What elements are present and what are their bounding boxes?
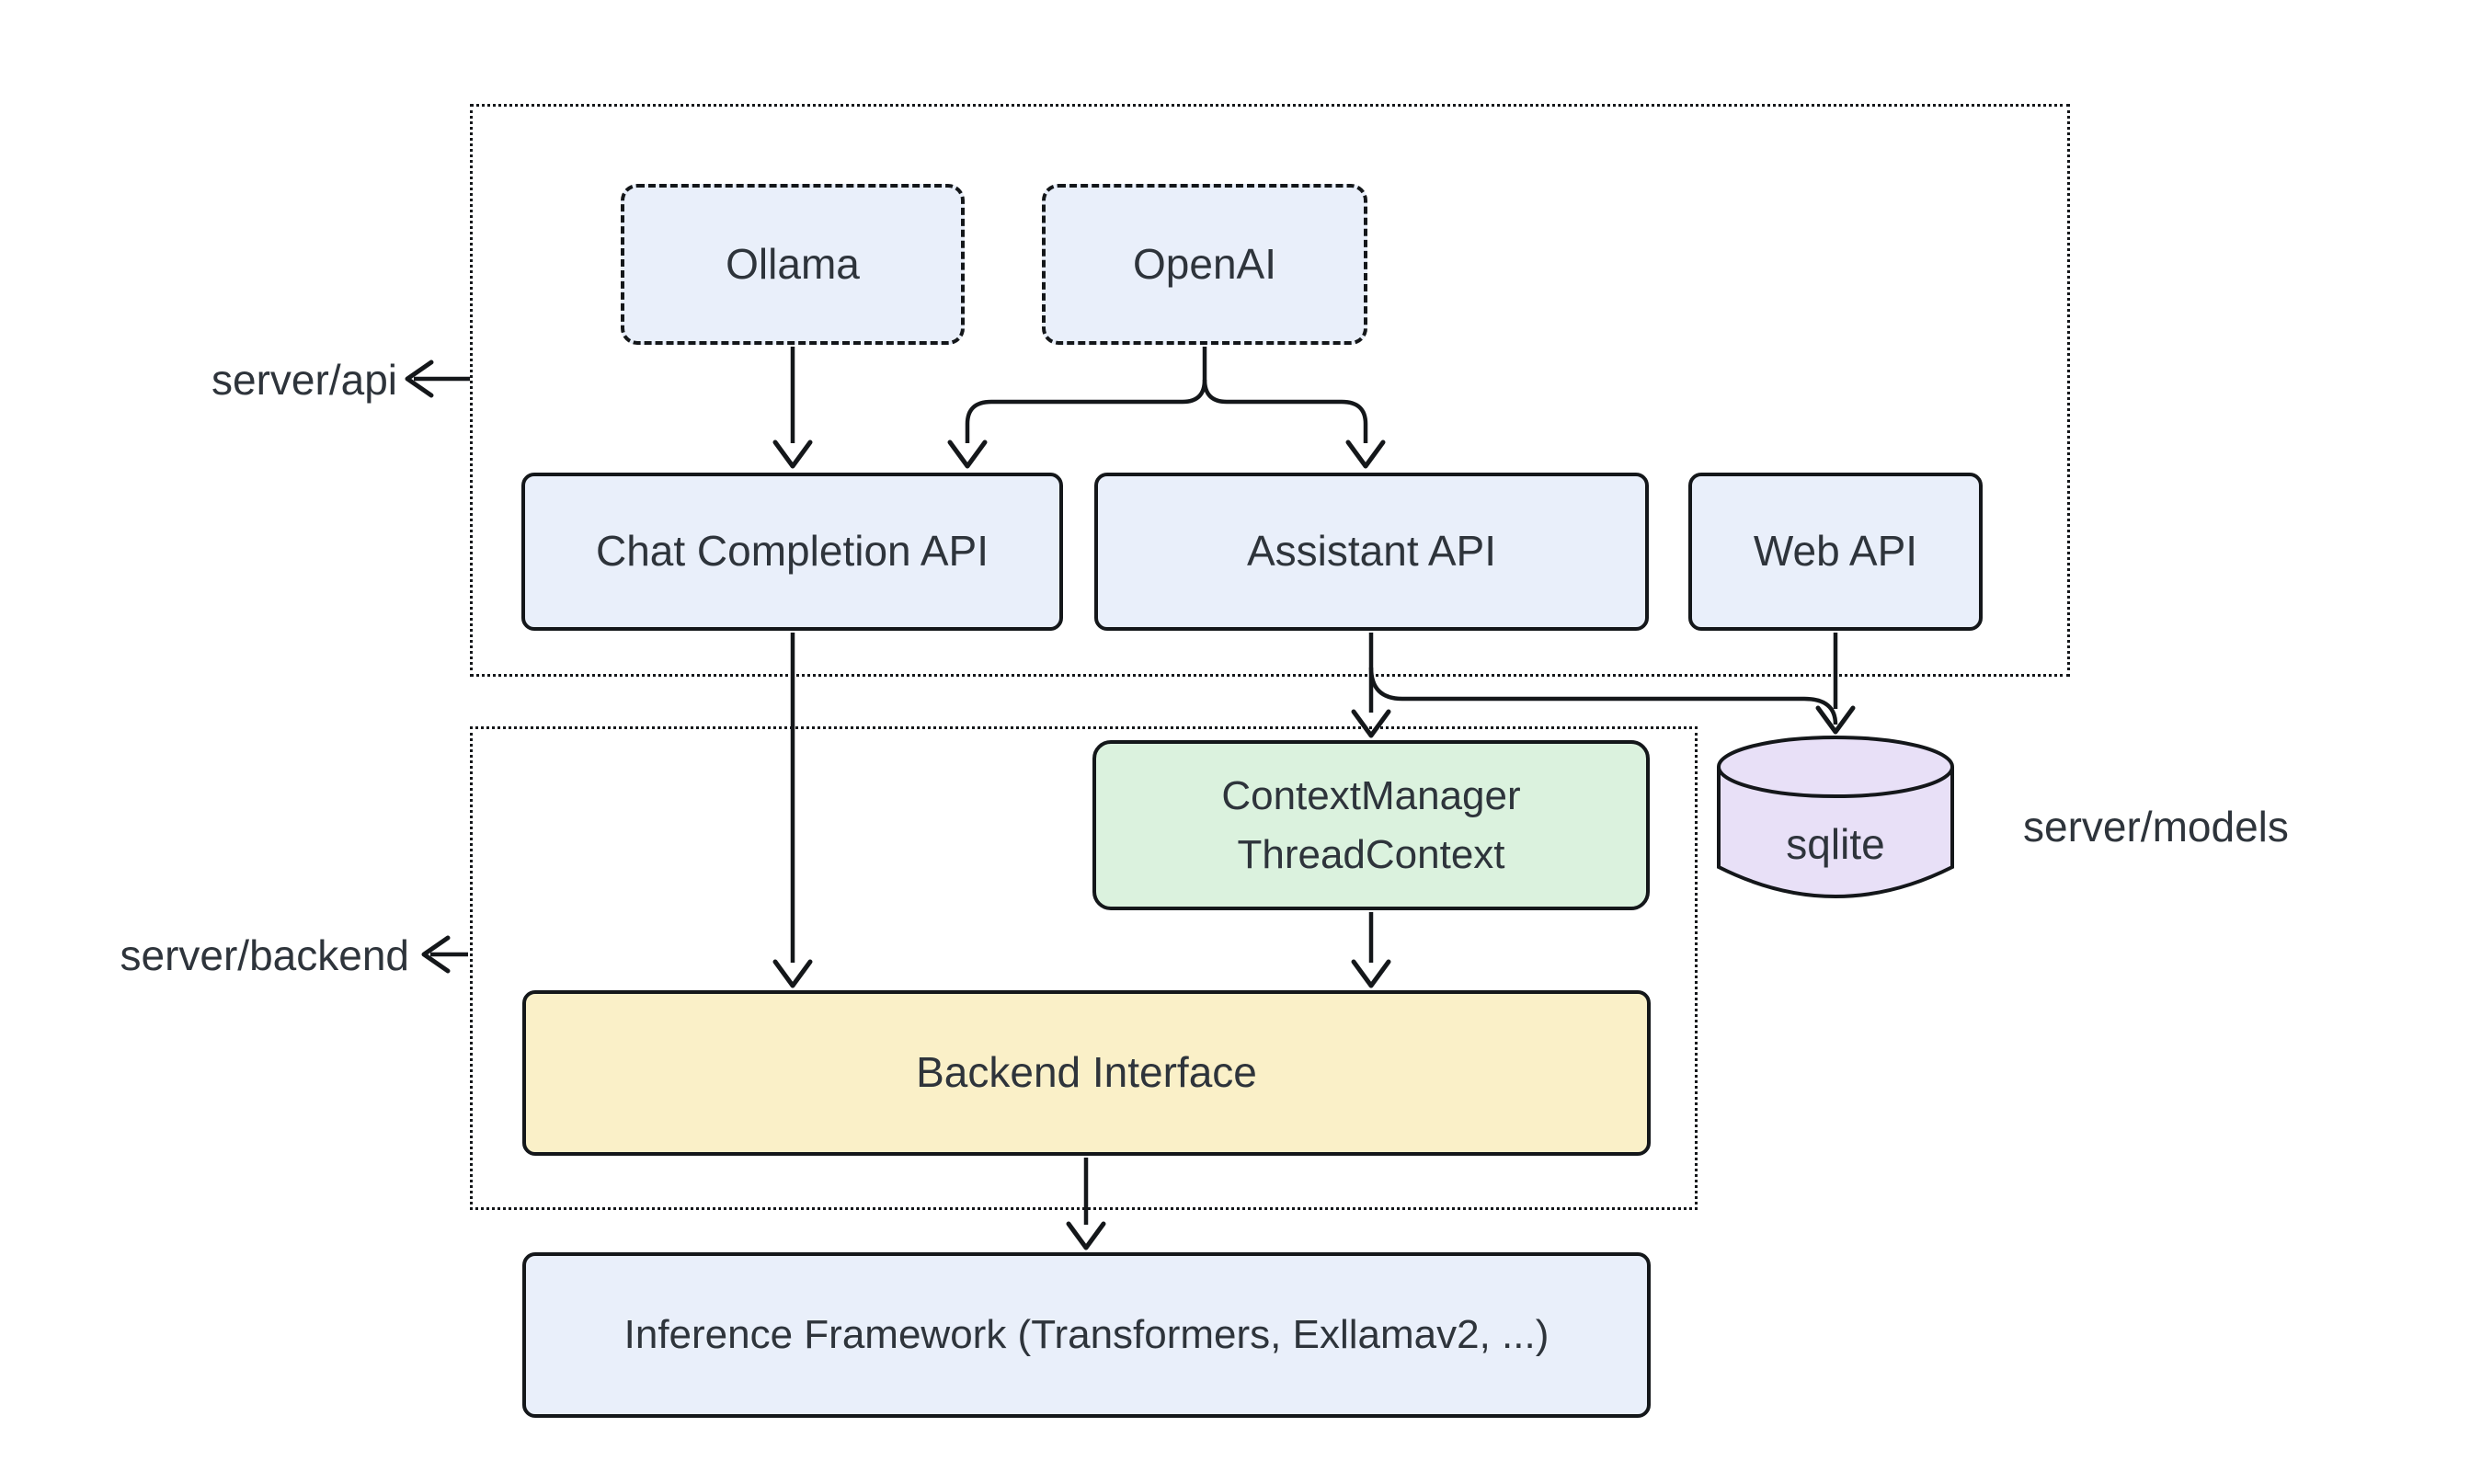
node-openai-label: OpenAI	[1133, 239, 1276, 288]
node-web-api-label: Web API	[1753, 527, 1918, 576]
node-backend-interface-label: Backend Interface	[916, 1048, 1257, 1097]
node-openai: OpenAI	[1042, 184, 1367, 345]
context-manager-line2: ThreadContext	[1237, 831, 1505, 877]
node-assistant-api-label: Assistant API	[1246, 527, 1496, 576]
edge-web-sqlite	[1815, 633, 1856, 735]
context-manager-line1: ContextManager	[1221, 772, 1521, 818]
node-inference-framework: Inference Framework (Transformers, Exlla…	[522, 1252, 1651, 1418]
node-inference-framework-label: Inference Framework (Transformers, Exlla…	[623, 1312, 1549, 1358]
edge-openai-assistant	[1202, 379, 1386, 469]
node-sqlite-label: sqlite	[1786, 820, 1885, 868]
node-chat-completion-api: Chat Completion API	[521, 473, 1063, 631]
server-backend-pointer-arrow	[421, 935, 468, 974]
node-chat-completion-api-label: Chat Completion API	[595, 527, 989, 576]
node-ollama-label: Ollama	[726, 239, 860, 288]
label-server-api: server/api	[212, 356, 397, 404]
edge-backend-inference	[1066, 1158, 1106, 1250]
edge-openai-chat	[947, 347, 1207, 469]
edge-context-backend-interface	[1351, 912, 1391, 988]
group-server-backend	[470, 726, 1698, 1210]
edge-ollama-chat	[772, 347, 813, 469]
node-assistant-api: Assistant API	[1094, 473, 1649, 631]
label-server-backend: server/backend	[120, 931, 410, 979]
edge-assistant-sqlite	[1368, 667, 1838, 725]
node-context-manager: ContextManager ThreadContext	[1092, 740, 1650, 910]
group-server-api	[470, 104, 2070, 677]
edge-chat-backend-interface	[772, 633, 813, 988]
node-ollama: Ollama	[621, 184, 965, 345]
label-server-models: server/models	[2023, 803, 2289, 850]
edge-assistant-context	[1351, 633, 1391, 738]
node-backend-interface: Backend Interface	[522, 990, 1651, 1156]
server-api-pointer-arrow	[405, 360, 470, 398]
node-web-api: Web API	[1688, 473, 1983, 631]
sqlite-cylinder-icon	[1717, 736, 1954, 898]
